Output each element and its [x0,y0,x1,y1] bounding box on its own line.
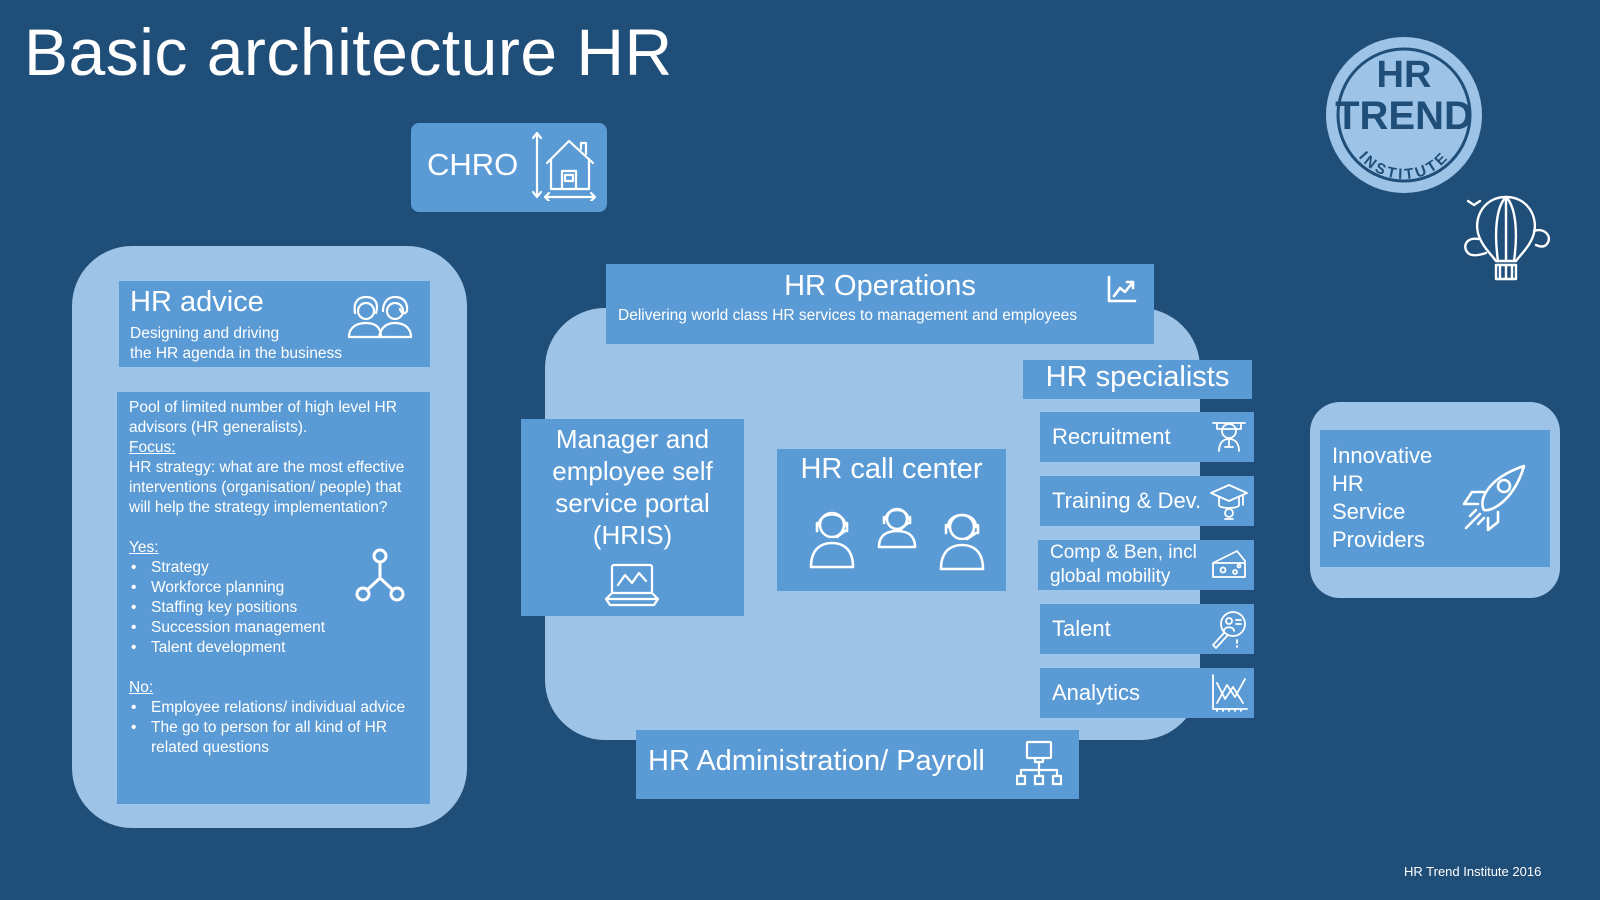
hr-operations-header: HR Operations Delivering world class HR … [606,264,1154,344]
specialist-comp-ben: Comp & Ben, incl global mobility [1038,540,1254,590]
no-item: The go to person for all kind of HR rela… [129,718,414,758]
hr-advice-detail-box: Pool of limited number of high level HR … [117,392,430,804]
headset-agents-icon [807,501,987,571]
hr-advice-subtitle: Designing and driving the HR agenda in t… [130,325,342,362]
specialist-label: Training & Dev. [1052,488,1202,513]
rocket-icon [1454,460,1530,536]
hr-trend-logo: HR TREND INSTITUTE [1324,35,1484,195]
specialist-analytics: Analytics [1040,668,1254,718]
hr-admin-payroll-label: HR Administration/ Payroll [648,745,985,777]
footer-credit: HR Trend Institute 2016 [1404,864,1542,879]
no-item: Employee relations/ individual advice [129,698,414,718]
yes-list: Strategy Workforce planning Staffing key… [129,558,414,658]
hr-advice-header: HR advice Designing and driving the HR a… [119,281,430,367]
specialist-label: Analytics [1052,680,1141,705]
hr-operations-subtitle: Delivering world class HR services to ma… [618,307,1078,324]
hr-admin-payroll-box: HR Administration/ Payroll [636,730,1079,799]
network-nodes-icon [354,548,406,604]
network-hierarchy-icon [1016,740,1062,788]
yes-label: Yes: [129,539,159,556]
specialist-label: Comp & Ben, incl global mobility [1050,542,1197,587]
yes-item: Succession management [129,618,414,638]
graduation-cap-icon [1204,476,1254,526]
house-blueprint-icon [529,129,599,201]
innovative-box: Innovative HR Service Providers [1320,430,1550,567]
yes-item: Talent development [129,638,414,658]
yes-item: Workforce planning [129,578,414,598]
laptop-icon [603,561,661,607]
no-label: No: [129,679,154,696]
chart-trend-icon [1106,274,1138,304]
hr-operations-heading: HR Operations [784,270,976,302]
specialist-recruitment: Recruitment [1040,412,1254,462]
self-service-portal-box: Manager and employee self service portal… [521,419,744,616]
self-service-portal-text: Manager and employee self service portal… [552,424,713,550]
chro-box: CHRO [411,123,607,212]
specialist-label: Recruitment [1052,424,1171,449]
logo-line1: HR [1377,54,1432,96]
specialist-talent: Talent [1040,604,1254,654]
yes-item: Strategy [129,558,414,578]
cheese-icon [1204,540,1254,590]
hr-specialists-heading: HR specialists [1045,361,1230,393]
focus-label: Focus: [129,439,176,456]
hr-call-center-box: HR call center [777,449,1006,591]
recruiter-icon [1204,412,1254,462]
yes-item: Staffing key positions [129,598,414,618]
hr-call-center-heading: HR call center [800,453,983,485]
logo-line2: TREND [1335,94,1473,138]
hr-advice-heading: HR advice [130,286,264,318]
specialist-training: Training & Dev. [1040,476,1254,526]
hr-specialists-header: HR specialists [1023,360,1252,399]
hot-air-balloon-icon [1460,193,1552,285]
people-icon [345,293,415,339]
chro-label: CHRO [427,147,519,182]
specialist-label: Talent [1052,616,1111,641]
hr-advice-detail: Pool of limited number of high level HR … [129,398,414,758]
magnifier-person-icon [1204,604,1254,654]
no-list: Employee relations/ individual advice Th… [129,698,414,758]
pool-text: Pool of limited number of high level HR … [129,399,397,436]
focus-text: HR strategy: what are the most effective… [129,459,405,516]
analytics-graph-icon [1204,668,1254,718]
innovative-text: Innovative HR Service Providers [1332,443,1433,552]
page-title: Basic architecture HR [24,15,673,89]
